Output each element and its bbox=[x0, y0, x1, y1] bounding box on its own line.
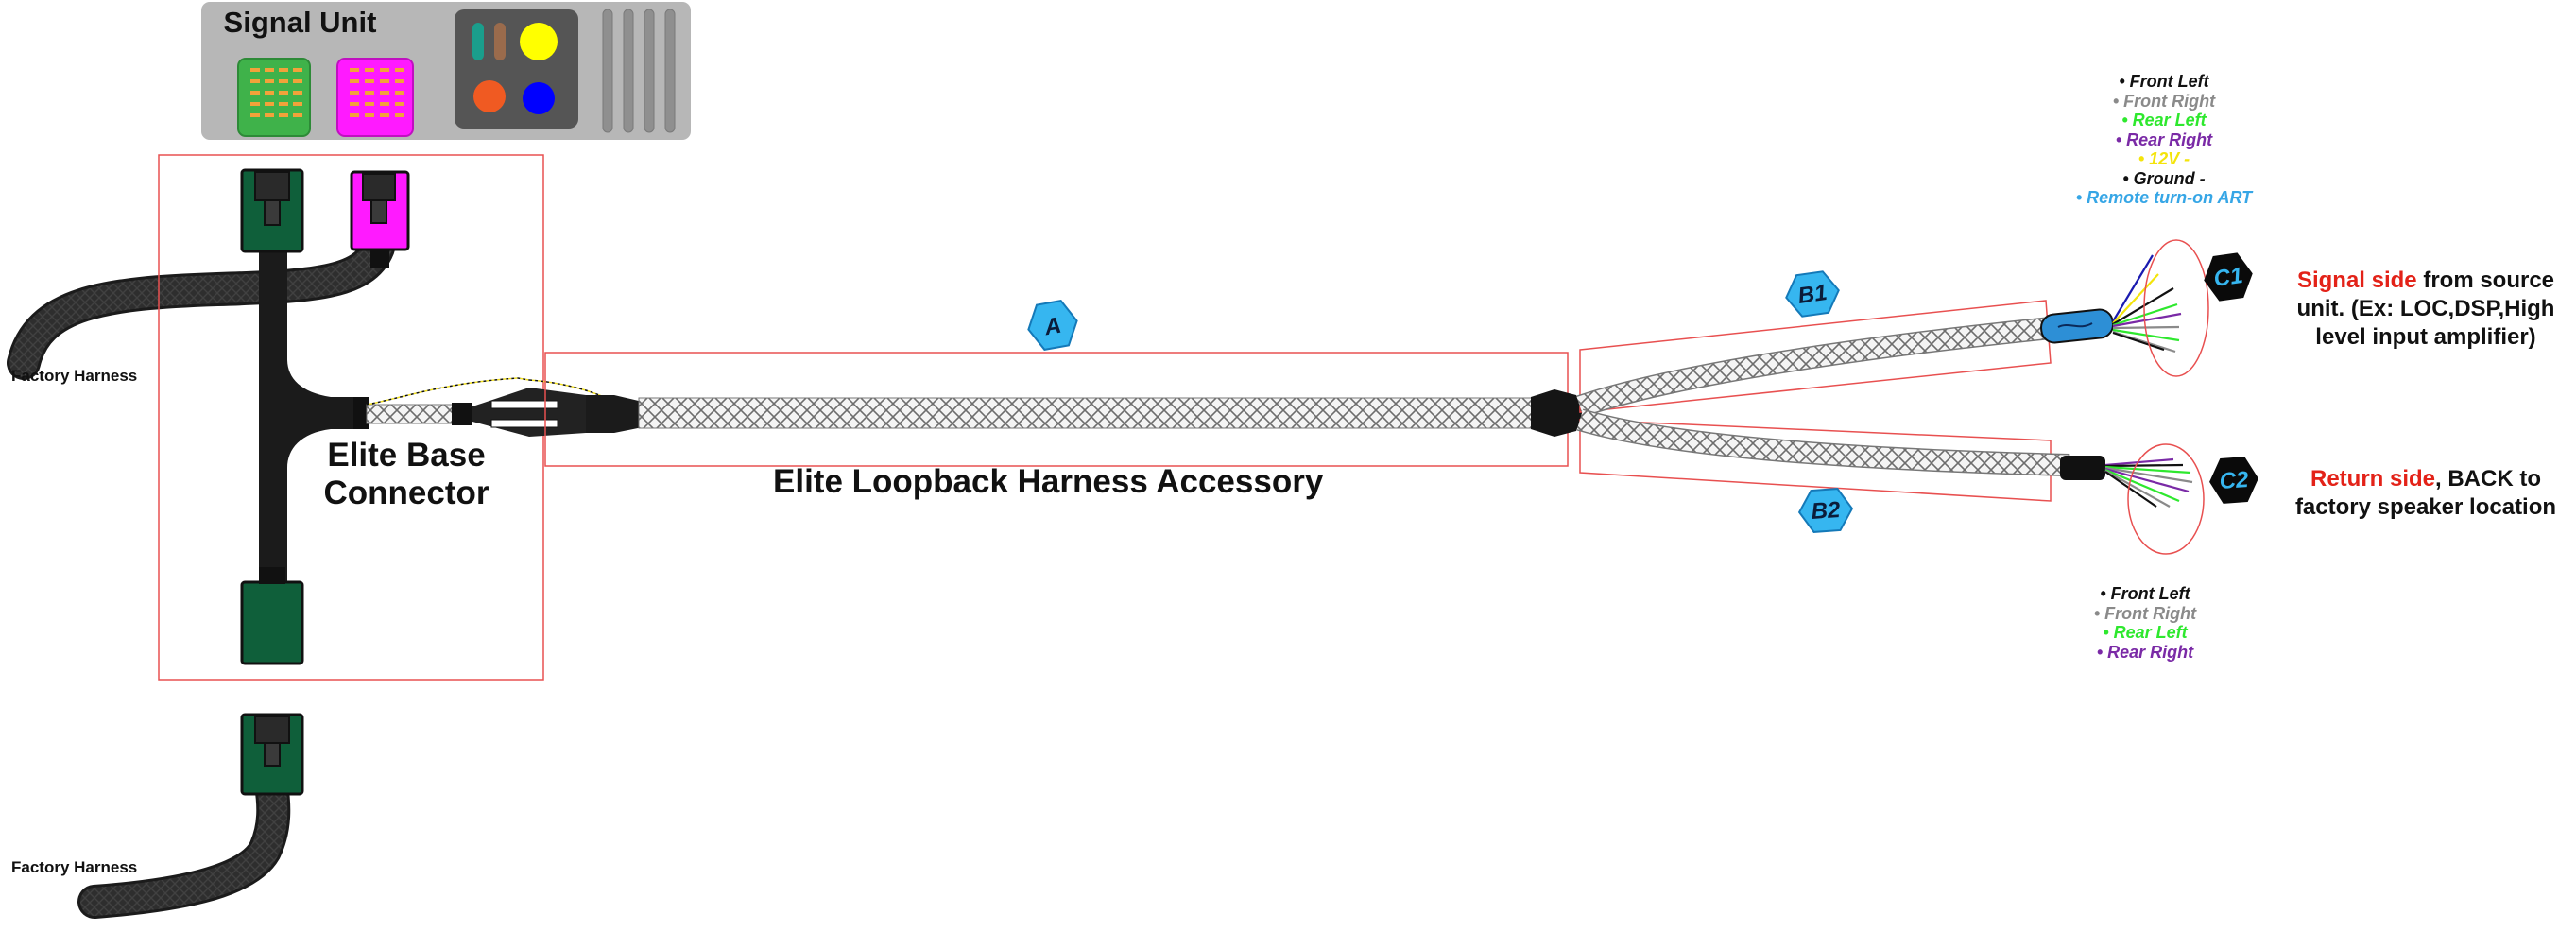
base-connector-pink-plug bbox=[350, 170, 410, 268]
c1-wire-item: • 12V - bbox=[2138, 149, 2190, 168]
blue-knob bbox=[523, 82, 555, 114]
green-input-port bbox=[237, 58, 311, 137]
main-braided-harness bbox=[638, 389, 1583, 437]
c1-wire-item: • Ground - bbox=[2122, 168, 2206, 188]
badge-a: A bbox=[1027, 300, 1078, 351]
branch-b1-callout-box bbox=[1579, 300, 2052, 413]
factory-harness-bottom-cable bbox=[77, 768, 291, 919]
factory-harness-bottom-plug bbox=[240, 713, 304, 796]
c2-wire-item: • Rear Right bbox=[2096, 642, 2194, 662]
badge-c2: C2 bbox=[2209, 457, 2258, 504]
brown-knob bbox=[494, 23, 506, 60]
c1-plug bbox=[2040, 308, 2114, 344]
badge-c2-label: C2 bbox=[2219, 467, 2250, 494]
elite-base-connector-label-line2: Connector bbox=[323, 475, 489, 511]
return-side-note: Return side, BACK to factory speaker loc… bbox=[2279, 465, 2572, 522]
signal-side-rest: from source bbox=[2416, 268, 2555, 293]
factory-harness-top-label: Factory Harness bbox=[11, 367, 138, 385]
badge-b1-label: B1 bbox=[1796, 280, 1829, 309]
badge-c1: C1 bbox=[2204, 252, 2253, 302]
c1-wire-item: • Remote turn-on ART bbox=[2075, 188, 2253, 207]
pink-output-port bbox=[336, 58, 414, 137]
c1-wire-item: • Front Left bbox=[2119, 72, 2209, 91]
c2-wire-item: • Front Right bbox=[2093, 603, 2197, 623]
badge-a-label: A bbox=[1041, 313, 1063, 341]
signal-side-highlight: Signal side bbox=[2296, 268, 2417, 293]
c2-wire-legend: • Front Left• Front Right• Rear Left• Re… bbox=[2003, 584, 2287, 662]
c2-wire-callout bbox=[2127, 443, 2205, 555]
return-side-rest: , BACK to bbox=[2435, 466, 2541, 492]
orange-knob bbox=[473, 80, 506, 112]
elite-base-connector bbox=[259, 244, 369, 594]
signal-side-line3: level input amplifier) bbox=[2315, 324, 2536, 350]
elite-base-connector-label: Elite Base Connector bbox=[274, 437, 539, 512]
branch-b2-cable bbox=[1576, 408, 2070, 476]
c2-wire-item: • Rear Left bbox=[2103, 623, 2188, 642]
factory-harness-bottom-label: Factory Harness bbox=[11, 858, 138, 876]
accessory-title: Elite Loopback Harness Accessory bbox=[773, 463, 1324, 500]
base-connector-bottom-plug bbox=[240, 567, 304, 665]
base-connector-top-plug bbox=[240, 168, 304, 253]
badge-c1-label: C1 bbox=[2212, 263, 2244, 292]
signal-unit-title: Signal Unit bbox=[223, 6, 377, 39]
signal-side-note: Signal side from source unit. (Ex: LOC,D… bbox=[2279, 267, 2572, 352]
signal-unit bbox=[201, 2, 691, 140]
return-side-highlight: Return side bbox=[2310, 466, 2436, 492]
badge-b2: B2 bbox=[1797, 488, 1854, 533]
c2-wire-item: • Front Left bbox=[2100, 584, 2190, 603]
vent-slots bbox=[602, 9, 676, 133]
teal-knob bbox=[472, 23, 484, 60]
badge-b2-label: B2 bbox=[1811, 497, 1842, 525]
c1-wire-item: • Rear Left bbox=[2121, 111, 2207, 129]
signal-side-line2: unit. (Ex: LOC,DSP,High bbox=[2296, 296, 2555, 321]
c1-wire-legend: • Front Left• Front Right• Rear Left• Re… bbox=[2022, 72, 2306, 208]
base-pigtail bbox=[366, 377, 643, 437]
c1-wire-callout bbox=[2143, 239, 2209, 377]
c1-wire-item: • Rear Right bbox=[2115, 129, 2213, 149]
c2-plug bbox=[2060, 456, 2105, 480]
return-side-line2: factory speaker location bbox=[2294, 494, 2557, 520]
c1-wire-fanout bbox=[2112, 254, 2182, 354]
elite-base-connector-label-line1: Elite Base bbox=[327, 437, 486, 474]
control-panel bbox=[455, 9, 578, 129]
badge-b1: B1 bbox=[1785, 270, 1840, 318]
branch-b1-cable bbox=[1576, 316, 2062, 418]
c1-wire-item: • Front Right bbox=[2112, 91, 2216, 111]
yellow-knob bbox=[520, 23, 558, 60]
c2-wire-fanout bbox=[2104, 457, 2193, 508]
factory-harness-top-cable bbox=[7, 231, 395, 380]
branch-b2-callout-box bbox=[1579, 419, 2052, 502]
